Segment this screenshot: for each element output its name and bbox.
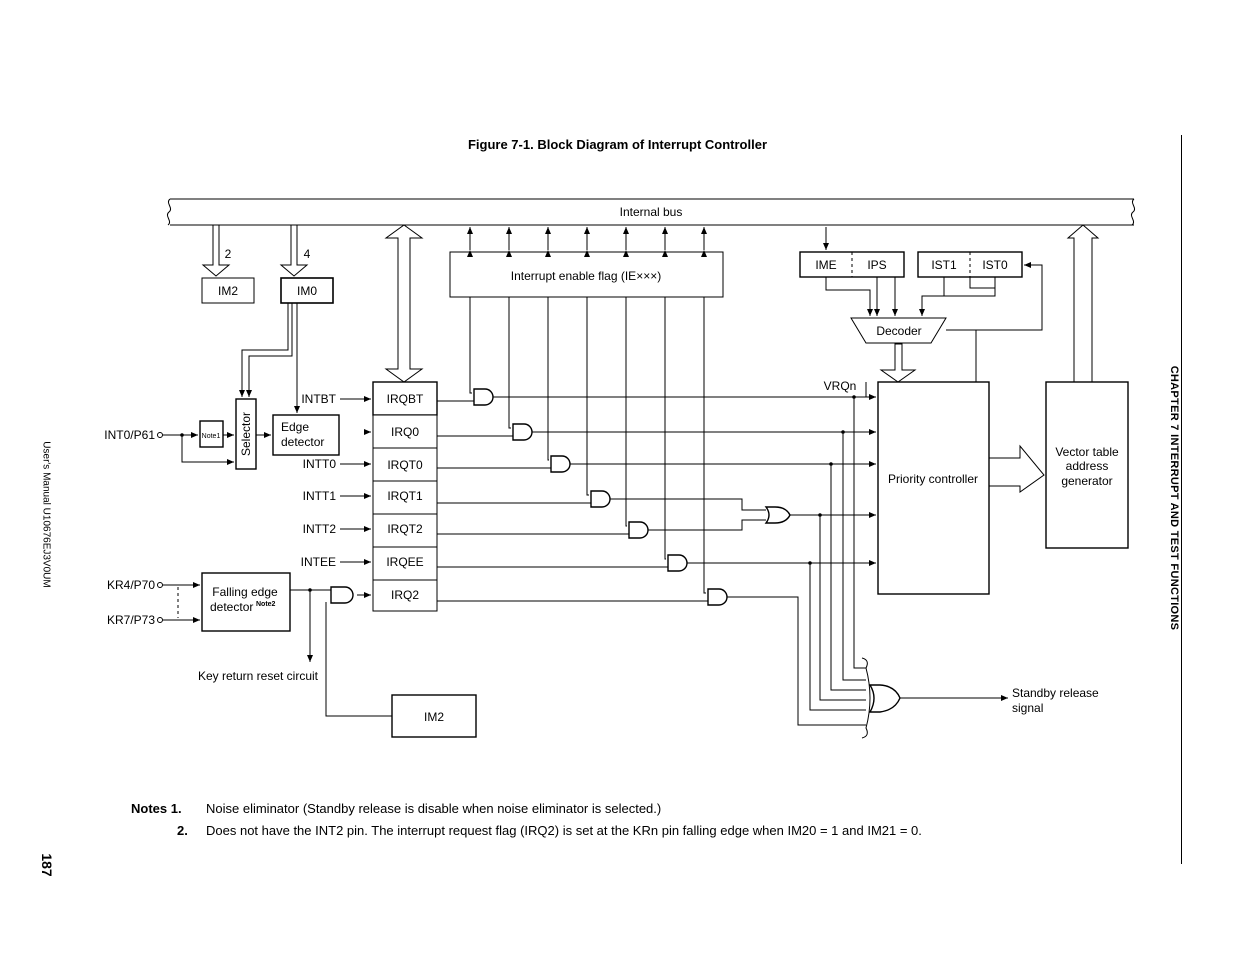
kr4-pin xyxy=(157,582,163,588)
priority-to-vector-arrow xyxy=(988,444,1045,493)
im2-register-label: IM2 xyxy=(218,284,238,298)
irq-flag-stack xyxy=(372,381,438,612)
irq-flag-4: IRQT2 xyxy=(387,522,423,536)
vector-table-address-generator xyxy=(1045,381,1129,549)
ime-label: IME xyxy=(815,258,836,272)
source-intt2: INTT2 xyxy=(303,522,337,536)
irqt-or-gate xyxy=(764,506,791,524)
vector-label-1: Vector table xyxy=(1055,445,1119,459)
priority-controller xyxy=(877,381,990,595)
key-return-label: Key return reset circuit xyxy=(198,669,319,683)
vector-to-bus-arrow xyxy=(1066,224,1100,383)
bus-to-im0-arrow xyxy=(279,224,309,277)
bus-irq-bidirectional-arrow xyxy=(384,224,424,383)
im2-register xyxy=(201,277,255,304)
note-1-text: Noise eliminator (Standby release is dis… xyxy=(206,801,662,816)
source-intt1: INTT1 xyxy=(303,489,337,503)
internal-bus xyxy=(166,198,1136,226)
enable-flag-bus-arrows xyxy=(467,227,707,257)
ist0-label: IST0 xyxy=(982,258,1008,272)
note-2-text: Does not have the INT2 pin. The interrup… xyxy=(206,823,922,838)
source-intt0: INTT0 xyxy=(303,457,337,471)
decoder xyxy=(850,317,947,344)
decoder-to-priority-arrow xyxy=(879,343,917,383)
irq-flag-5: IRQEE xyxy=(386,555,423,569)
ist1-label: IST1 xyxy=(931,258,957,272)
falling-edge-label-2: detector xyxy=(210,600,253,614)
selector xyxy=(235,398,257,470)
falling-edge-label-1: Falling edge xyxy=(212,585,278,599)
standby-or-gate xyxy=(868,684,901,713)
edge-detector-label-2: detector xyxy=(281,435,324,449)
vrqn-label: VRQn xyxy=(824,379,857,393)
note-1-heading: Notes 1. xyxy=(131,801,182,816)
irq-flag-1: IRQ0 xyxy=(391,425,419,439)
page-right-rule xyxy=(1181,135,1182,864)
edge-detector-label-1: Edge xyxy=(281,420,309,434)
irq-flag-0: IRQBT xyxy=(387,392,424,406)
noise-eliminator xyxy=(199,420,224,448)
im2-bottom-register xyxy=(391,694,477,738)
internal-bus-label: Internal bus xyxy=(620,205,683,219)
irq-and-gates xyxy=(473,388,728,606)
note-2-number: 2. xyxy=(177,823,188,838)
irq-flag-3: IRQT1 xyxy=(387,489,423,503)
im0-register-label: IM0 xyxy=(297,284,317,298)
priority-controller-label: Priority controller xyxy=(888,472,978,486)
noise-eliminator-label: Note1 xyxy=(202,433,221,440)
standby-label-2: signal xyxy=(1012,701,1043,715)
bus-to-im2-arrow xyxy=(201,224,231,277)
kr7-pin xyxy=(157,617,163,623)
falling-edge-detector xyxy=(201,572,291,632)
figure-title: Figure 7-1. Block Diagram of Interrupt C… xyxy=(467,137,768,152)
vector-label-3: generator xyxy=(1061,474,1112,488)
ips-label: IPS xyxy=(867,258,886,272)
im2-bottom-label: IM2 xyxy=(424,710,444,724)
source-intee: INTEE xyxy=(301,555,336,569)
standby-label-1: Standby release xyxy=(1012,686,1099,700)
int0-pin-label: INT0/P61 xyxy=(104,428,155,442)
int0-pin xyxy=(157,432,163,438)
interrupt-enable-flag-label: Interrupt enable flag (IE×××) xyxy=(511,269,661,283)
source-intbt: INTBT xyxy=(301,392,336,406)
vector-label-2: address xyxy=(1066,459,1109,473)
irq2-input-and-gate xyxy=(330,586,354,604)
im0-register xyxy=(280,277,334,304)
interrupt-enable-flag-block xyxy=(449,251,724,298)
bus-width-2: 2 xyxy=(225,247,232,261)
edge-detector xyxy=(272,414,340,456)
decoder-label: Decoder xyxy=(876,324,921,338)
selector-label: Selector xyxy=(239,412,253,456)
irq-flag-6: IRQ2 xyxy=(391,588,419,602)
kr7-pin-label: KR7/P73 xyxy=(107,613,155,627)
kr4-pin-label: KR4/P70 xyxy=(107,578,155,592)
falling-edge-note: Note2 xyxy=(256,601,276,608)
notes-heading: Notes 1. xyxy=(131,801,182,816)
irq-flag-2: IRQT0 xyxy=(387,458,423,472)
bus-width-4: 4 xyxy=(304,247,311,261)
